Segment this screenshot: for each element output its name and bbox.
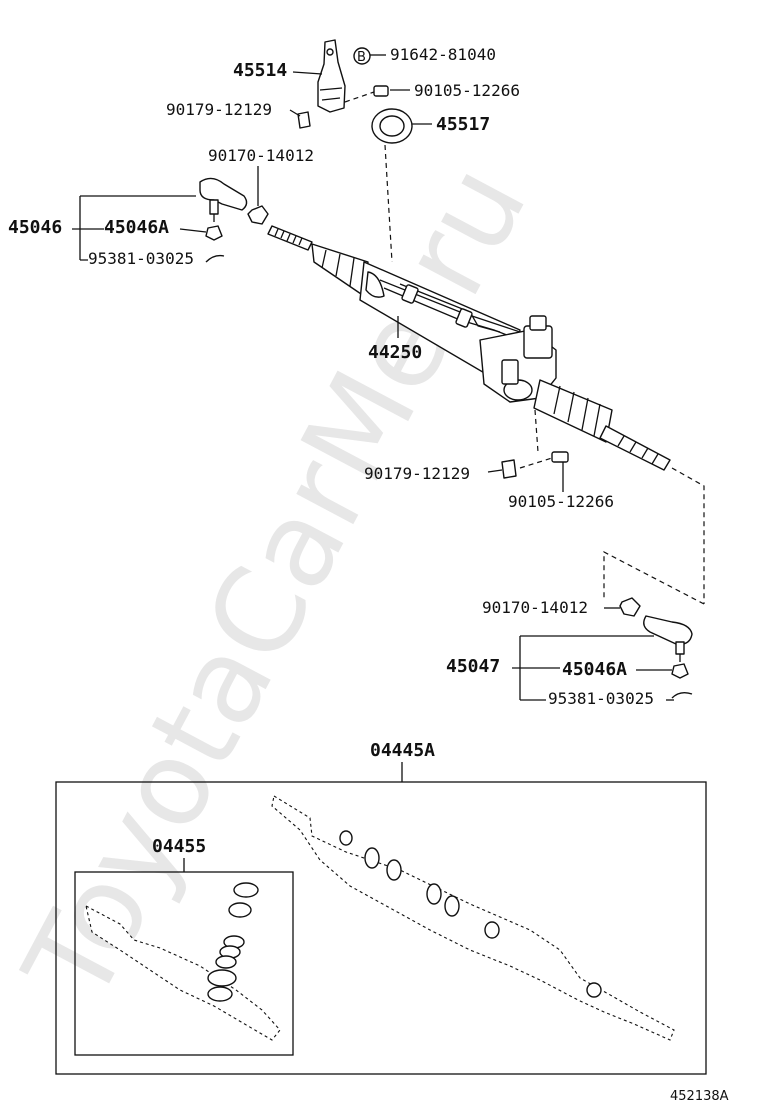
grommet-45517: [371, 108, 413, 144]
watermark: ToyotaCarMe.ru: [0, 143, 553, 1024]
b-mark-label: B: [357, 50, 366, 65]
callout-90170-14012-bottom: 90170-14012: [482, 598, 588, 617]
callout-04455: 04455: [152, 836, 206, 857]
clip-90179-top: [297, 111, 311, 129]
callout-45046A-left: 45046A: [104, 217, 169, 238]
cotter-pin-95381-left: [205, 254, 225, 263]
nut-45046A-right: [671, 663, 689, 679]
clip-90179-mid: [501, 459, 517, 479]
nut-90170-top: [247, 205, 269, 225]
steering-rack-44250: [267, 225, 671, 471]
tie-rod-end-right: [643, 615, 693, 662]
callout-45046A-right: 45046A: [562, 659, 627, 680]
callout-90105-12266-mid: 90105-12266: [508, 492, 614, 511]
bolt-90105-mid: [551, 451, 569, 463]
nut-90170-bottom: [619, 597, 641, 617]
bolt-90105-top: [373, 85, 389, 97]
callout-45514: 45514: [233, 60, 287, 81]
callout-45046: 45046: [8, 217, 62, 238]
callout-90179-12129-top: 90179-12129: [166, 100, 272, 119]
callout-90179-12129-mid: 90179-12129: [364, 464, 470, 483]
callout-04445A: 04445A: [370, 740, 435, 761]
cotter-pin-95381-right: [671, 691, 693, 699]
rack-ghost-outline: [271, 795, 675, 1041]
callout-90105-12266-top: 90105-12266: [414, 81, 520, 100]
bracket-45514: [317, 39, 346, 113]
callout-95381-03025-right: 95381-03025: [548, 689, 654, 708]
tie-rod-end-left: [199, 177, 248, 222]
seal-kit-ghost-outline: [85, 882, 281, 1041]
callout-95381-03025-left: 95381-03025: [88, 249, 194, 268]
nut-45046A-left: [205, 225, 223, 241]
callout-90170-14012-top: 90170-14012: [208, 146, 314, 165]
callout-45047: 45047: [446, 656, 500, 677]
diagram-code: 452138A: [670, 1089, 729, 1104]
callout-44250: 44250: [368, 342, 422, 363]
b-mark-icon: [353, 47, 371, 65]
callout-45517: 45517: [436, 114, 490, 135]
kit-box-04455: [74, 871, 294, 1056]
callout-91642-81040: 91642-81040: [390, 45, 496, 64]
kit-box-04445A: [55, 781, 707, 1075]
